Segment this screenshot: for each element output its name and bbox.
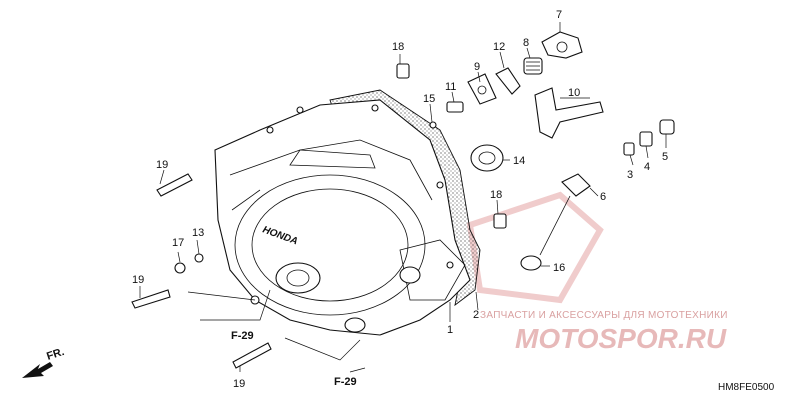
part-14-seal [470,144,504,172]
callout-15: 15 [423,93,435,105]
part-5-cap [659,119,675,135]
callout-17: 17 [172,237,184,249]
callout-1: 1 [447,324,453,336]
watermark-site: MOTOSPOR.RU [515,323,727,354]
part-6-dipstick [539,173,591,256]
part-19-bolt-upper [156,173,193,197]
watermark-tagline: ЗАПЧАСТИ И АКСЕССУАРЫ ДЛЯ МОТОТЕХНИКИ [480,310,728,321]
callout-19-left: 19 [132,274,144,286]
part-3-plug [623,142,635,156]
watermark: MOTOSPOR.RU ЗАПЧАСТИ И АКСЕССУАРЫ ДЛЯ МО… [466,191,728,354]
ref-f29-left: F-29 [231,330,254,342]
front-arrow-icon [22,362,53,378]
part-19-bolt-bottom [232,342,272,369]
callout-2: 2 [473,309,479,321]
callout-6: 6 [600,191,606,203]
leader-lines [139,22,667,372]
callout-19-upper: 19 [156,159,168,171]
part-16-oring [520,255,542,271]
callout-19-bottom: 19 [233,378,245,390]
crankcase-cover [214,99,471,336]
part-17-nut [174,262,186,274]
part-11-bolt [446,101,464,113]
ref-f29-bottom: F-29 [334,376,357,388]
part-7-cap [541,31,583,59]
ref-f29-bottom-arrow [349,367,366,373]
part-15-washer [429,121,437,129]
part-13-washer [194,253,204,263]
callout-18-mid: 18 [490,189,502,201]
callout-10: 10 [568,87,580,99]
callout-14: 14 [513,155,525,167]
callout-5: 5 [662,151,668,163]
callouts: 1 2 3 4 5 6 7 8 9 10 11 12 13 14 15 16 1… [132,9,668,390]
front-arrow-label: FR. [45,346,66,363]
part-19-bolt-left [131,289,171,309]
callout-11: 11 [445,81,456,93]
callout-13: 13 [192,227,204,239]
part-4-spring [639,131,653,147]
callout-16: 16 [553,262,565,274]
diagram-code: HM8FE0500 [718,382,775,393]
callout-9: 9 [474,61,480,73]
part-12-plate [495,67,521,95]
watermark-wing-shape [466,191,604,304]
callout-7: 7 [556,9,562,21]
callout-18-top: 18 [392,41,404,53]
part-10-shaft [534,87,604,139]
part-9-holder [467,73,497,105]
callout-4: 4 [644,161,650,173]
part-8-spring [523,57,543,75]
part-18-dowel-mid [493,213,507,229]
callout-12: 12 [493,41,505,53]
callout-8: 8 [523,37,529,49]
front-arrow: FR. [22,346,66,378]
part-18-dowel-top [396,63,410,79]
callout-3: 3 [627,169,633,181]
